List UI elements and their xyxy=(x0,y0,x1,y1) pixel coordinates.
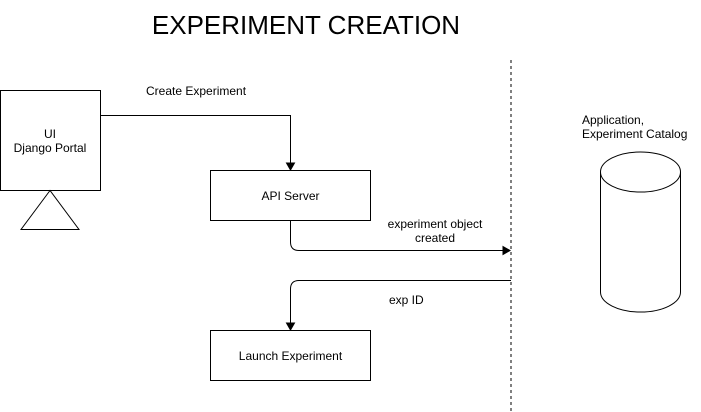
database-cylinder-body xyxy=(600,172,681,313)
object-created-arrowhead xyxy=(502,245,512,256)
create-experiment-label: Create Experiment xyxy=(146,84,247,98)
exp-id-label: exp ID xyxy=(389,293,424,307)
edge-create-experiment: Create Experiment xyxy=(100,84,296,172)
api-server-box xyxy=(210,170,371,221)
edge-exp-id: exp ID xyxy=(285,280,511,332)
database-cylinder-top xyxy=(600,151,681,193)
edge-object-created: experiment object created xyxy=(290,217,512,256)
api-server-node: API Server xyxy=(210,170,371,221)
ui-portal-label-line2: Django Portal xyxy=(14,141,87,155)
api-server-label: API Server xyxy=(261,189,319,203)
catalog-label-line1: Application, xyxy=(582,113,644,127)
launch-experiment-box xyxy=(210,330,371,381)
exp-id-connector xyxy=(290,280,511,323)
ui-portal-node: UI Django Portal xyxy=(0,90,101,230)
object-created-label-line1: experiment object xyxy=(388,217,483,231)
exp-id-arrowhead xyxy=(285,322,296,332)
ui-portal-triangle xyxy=(20,189,80,230)
launch-experiment-label: Launch Experiment xyxy=(239,349,343,363)
launch-experiment-node: Launch Experiment xyxy=(210,330,371,381)
object-created-label-line2: created xyxy=(415,231,455,245)
catalog-database-node: Application, Experiment Catalog xyxy=(582,113,687,313)
object-created-connector xyxy=(290,220,503,251)
ui-portal-label-line1: UI xyxy=(44,127,56,141)
diagram-title: EXPERIMENT CREATION xyxy=(152,10,460,40)
create-experiment-connector xyxy=(100,115,291,163)
create-experiment-arrowhead xyxy=(285,162,296,172)
catalog-label-line2: Experiment Catalog xyxy=(582,127,687,141)
